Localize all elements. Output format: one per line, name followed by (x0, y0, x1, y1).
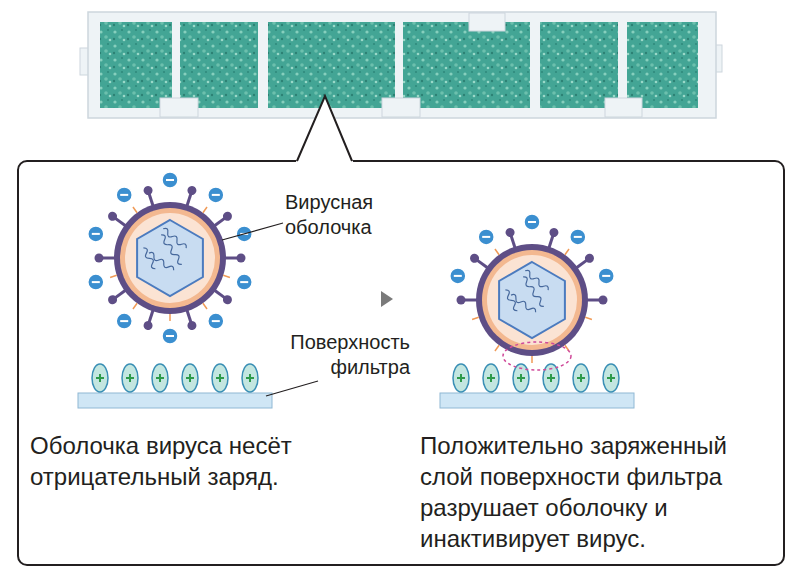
filter-panel (100, 22, 172, 108)
plus-charge (543, 364, 559, 392)
virus-top-charges (450, 214, 614, 305)
frame-notch (469, 13, 505, 31)
leader-line (266, 381, 318, 396)
callout-pointer (297, 96, 352, 161)
caption-text: Положительно заряженный слой поверхности… (420, 430, 755, 554)
plus-charge (513, 364, 529, 392)
virus-disrupted (450, 214, 614, 363)
plus-charge (122, 364, 138, 392)
plus-charge (212, 364, 228, 392)
part-label: Поверхность фильтра (270, 330, 410, 380)
filter-panel (403, 22, 530, 108)
part-label: Вирусная оболочка (285, 190, 405, 240)
filter-panel (268, 22, 395, 108)
filter-surface (440, 393, 634, 408)
plus-charge (242, 364, 258, 392)
plus-charge (483, 364, 499, 392)
filter-frame (88, 12, 716, 118)
plus-charge (573, 364, 589, 392)
plus-charge (453, 364, 469, 392)
virus-intact (88, 172, 252, 344)
frame-notch (160, 98, 198, 117)
plus-charge (152, 364, 168, 392)
plus-charge (92, 364, 108, 392)
filter-photo (80, 12, 722, 118)
step-arrow (381, 291, 393, 307)
plus-charge (603, 364, 619, 392)
callout-pointer-fill (295, 96, 354, 164)
virus-body (110, 202, 230, 321)
filter-panel (540, 22, 618, 108)
virus-top-charges (88, 172, 252, 263)
frame-notch (605, 98, 642, 117)
virus-bottom-charges (88, 274, 252, 344)
filter-surface (78, 393, 272, 408)
virus-body (472, 244, 592, 363)
frame-notch (382, 98, 420, 117)
filter-panel (627, 22, 698, 108)
frame-tab (710, 45, 722, 72)
contact-zone (503, 342, 571, 370)
leader-line (222, 223, 283, 240)
filter-panel (180, 22, 258, 108)
plus-charge (182, 364, 198, 392)
frame-tab (80, 48, 94, 75)
caption-text: Оболочка вируса несёт отрицательный заря… (30, 430, 330, 492)
